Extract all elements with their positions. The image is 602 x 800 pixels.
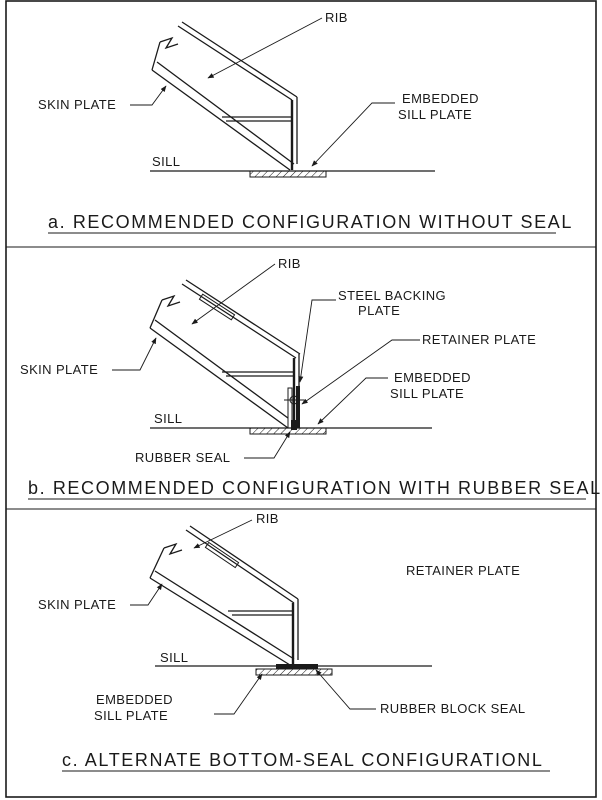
retainer-plate-label: RETAINER PLATE (406, 563, 520, 578)
rib-flange (204, 541, 240, 569)
embedded-sill-label-2: SILL PLATE (398, 107, 472, 122)
rubber-seal-label: RUBBER SEAL (135, 450, 230, 465)
embedded-sill-plate (255, 668, 333, 676)
retainer-plate (296, 386, 300, 428)
rib-plate-top (181, 283, 297, 359)
panel-c: RIB RETAINER PLATE SKIN PLATE SILL EMBED… (38, 511, 550, 772)
skin-plate-label: SKIN PLATE (20, 362, 98, 377)
skin-plate-leader (112, 337, 157, 371)
embedded-sill-plate (249, 427, 327, 435)
rib-plate-top (177, 25, 293, 101)
caption-c: c. ALTERNATE BOTTOM-SEAL CONFIGURATIONL (62, 750, 543, 770)
embedded-sill-plate (249, 170, 327, 178)
rib-plate-top-2 (185, 279, 301, 355)
skin-plate-cut (149, 299, 163, 329)
embedded-sill-leader (317, 377, 388, 425)
rib-leader (191, 263, 276, 325)
skin-plate-inner (154, 319, 293, 422)
embedded-sill-label-1: EMBEDDED (394, 370, 471, 385)
steel-backing-label-1: STEEL BACKING (338, 288, 446, 303)
caption-a: a. RECOMMENDED CONFIGURATION WITHOUT SEA… (48, 212, 573, 232)
rib-label: RIB (256, 511, 279, 526)
sill-label: SILL (160, 650, 188, 665)
rib-plate-top-2 (181, 21, 298, 98)
embedded-sill-label-2: SILL PLATE (390, 386, 464, 401)
steel-backing-leader (298, 299, 336, 383)
break-symbol (163, 542, 183, 556)
rubber-block-seal-label: RUBBER BLOCK SEAL (380, 701, 526, 716)
rib-leader (207, 17, 323, 79)
skin-plate-label: SKIN PLATE (38, 97, 116, 112)
rubber-seal-leader (244, 431, 291, 459)
skin-plate-label: SKIN PLATE (38, 597, 116, 612)
skin-plate-leader (130, 583, 163, 606)
skin-plate-cut (149, 547, 165, 579)
skin-plate-leader (130, 85, 167, 106)
skin-plate-inner (154, 570, 295, 660)
sill-label: SILL (154, 411, 182, 426)
skin-plate-cut (151, 41, 161, 71)
embedded-sill-label-1: EMBEDDED (402, 91, 479, 106)
embedded-sill-label-2: SILL PLATE (94, 708, 168, 723)
skin-plate-outer (149, 577, 291, 666)
rubber-seal (291, 420, 297, 430)
steel-backing-label-2: PLATE (358, 303, 400, 318)
skin-plate-outer (149, 327, 289, 429)
skin-plate-inner (156, 61, 295, 165)
panel-b: RIB STEEL BACKING PLATE RETAINER PLATE S… (20, 256, 602, 500)
embedded-sill-leader (214, 673, 263, 715)
sill-label: SILL (152, 154, 180, 169)
caption-b: b. RECOMMENDED CONFIGURATION WITH RUBBER… (28, 478, 602, 498)
rib-leader (193, 519, 253, 549)
sheet-border (5, 0, 597, 798)
retainer-plate-label: RETAINER PLATE (422, 332, 536, 347)
embedded-sill-leader (311, 102, 395, 167)
skin-plate-outer (151, 69, 291, 171)
rib-label: RIB (278, 256, 301, 271)
rubber-block-seal-leader (315, 669, 376, 710)
break-symbol (161, 294, 181, 308)
panel-a: RIB SKIN PLATE EMBEDDED SILL PLATE SILL … (38, 10, 573, 234)
rib-plate-top (185, 529, 295, 604)
embedded-sill-label-1: EMBEDDED (96, 692, 173, 707)
retainer-plate-leader (301, 339, 420, 405)
rib-label: RIB (325, 10, 348, 25)
break-symbol (159, 36, 179, 50)
rib-plate-top-2 (189, 525, 299, 600)
